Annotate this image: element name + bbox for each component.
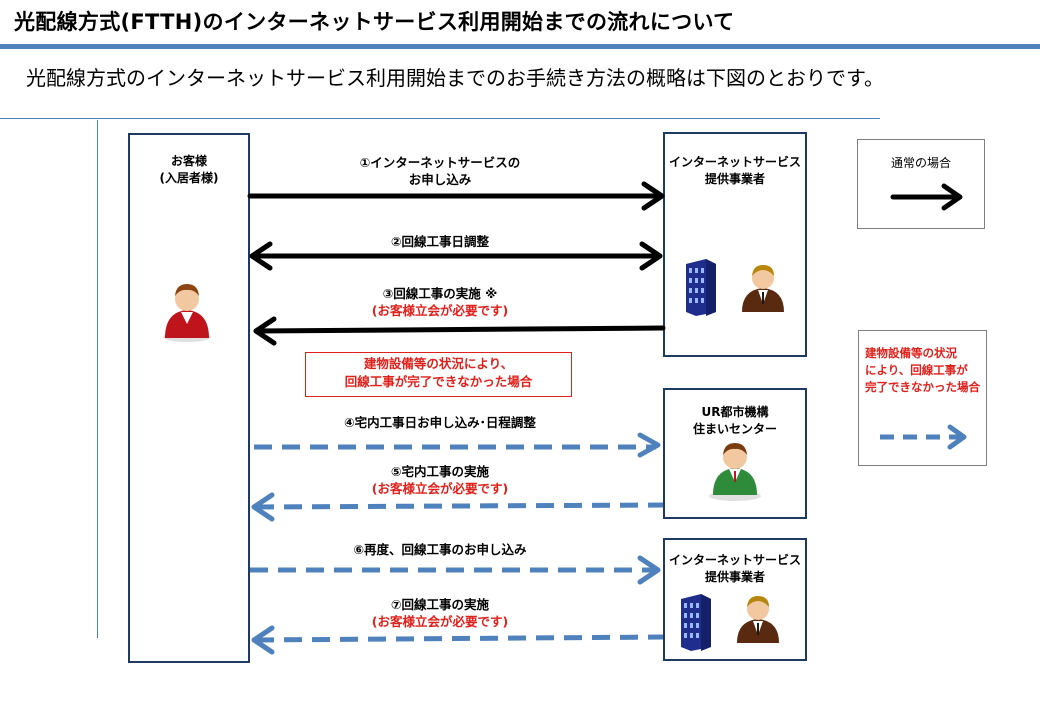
step-4-label: ④宅内工事日お申し込み･日程調整 [344,415,536,430]
ur-label: UR都市機構 住まいセンター [692,405,777,436]
provider-top-label: インターネットサービス 提供事業者 [668,155,801,186]
provider-top-box: インターネットサービス 提供事業者 [663,132,807,357]
arrow-step-3 [253,316,666,346]
ur-staff-icon [709,443,761,501]
building-icon-top [686,259,716,316]
step-3-label: ③回線工事の実施 ※ (お客様立会が必要です) [371,286,509,318]
legend-normal-box: 通常の場合 [857,139,985,229]
arrow-step-5 [251,492,664,522]
building-icon-bottom [681,594,711,651]
arrow-step-2 [249,241,663,271]
page-subtitle: 光配線方式のインターネットサービス利用開始までのお手続き方法の概略は下図のとおり… [26,66,884,90]
customer-person-icon [163,284,211,342]
businessman-icon-top [742,265,784,312]
step-5-label: ⑤宅内工事の実施 (お客様立会が必要です) [371,464,509,496]
legend-normal-label: 通常の場合 [890,156,951,170]
customer-label: お客様 (入居者様) [159,154,219,185]
legend-dashed-arrow [880,424,967,450]
legend-exception-label: 建物設備等の状況 により、回線工事が 完了できなかった場合 [865,346,980,394]
page-title: 光配線方式(FTTH)のインターネットサービス利用開始までの流れについて [14,10,735,34]
arrow-step-7 [251,625,664,655]
provider-bottom-label: インターネットサービス 提供事業者 [668,553,801,584]
condition-note: 建物設備等の状況により、 回線工事が完了できなかった場合 [305,352,572,397]
step-7-label: ⑦回線工事の実施 (お客様立会が必要です) [371,597,509,629]
section-divider [0,118,880,119]
left-margin-line [97,120,98,638]
businessman-icon-bottom [737,596,779,643]
arrow-step-4 [254,432,661,458]
step-1-label: ①インターネットサービスの お申し込み [359,155,521,187]
arrow-step-6 [250,555,661,585]
arrow-step-1 [247,181,665,211]
legend-exception-box: 建物設備等の状況 により、回線工事が 完了できなかった場合 [858,330,987,466]
legend-solid-arrow [890,183,963,211]
customer-box: お客様 (入居者様) [128,133,250,663]
title-divider [0,44,1040,49]
step-2-label: ②回線工事日調整 [390,234,490,249]
step-6-label: ⑥再度、回線工事のお申し込み [353,542,527,557]
